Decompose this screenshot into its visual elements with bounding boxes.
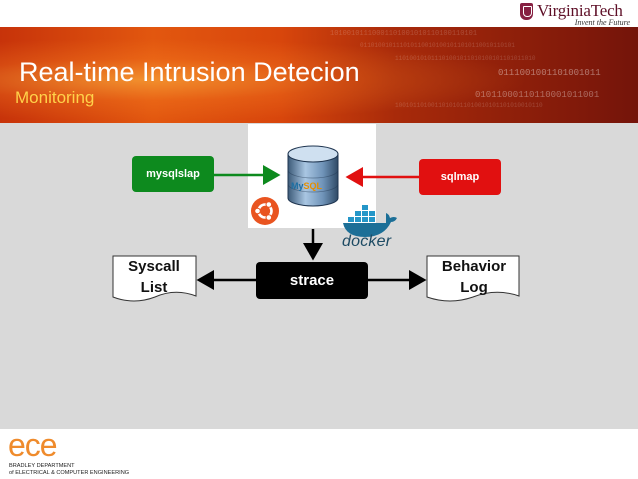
syscall-label-line2: List [140,279,168,296]
syscall-label-line1: Syscall [128,258,180,275]
mysqlslap-box: mysqlslap [132,156,214,192]
virginia-tech-tagline: Invent the Future [574,18,630,27]
svg-text:01011000110110001011001: 01011000110110001011001 [475,90,599,100]
server-stack-panel [248,124,376,228]
virginia-tech-wordmark: VirginiaTech [537,1,623,20]
docker-label: docker [342,233,392,250]
svg-text:011010010111010110010100101101: 0110100101110101100101001011010110010110… [360,42,515,49]
svg-text:100101101001101010110100101011: 1001011010011010101101001010110101001011… [395,102,543,109]
svg-text:110100101011101001011010100101: 110100101011101001011010100101101011010 [395,55,536,62]
department-line-1: BRADLEY DEPARTMENT [9,463,75,469]
syscall-list-label: Syscall List [112,256,196,298]
title-banner: 10100101110001101001010110100110101 0110… [0,27,638,123]
svg-text:0111001001101001011: 0111001001101001011 [498,68,601,78]
svg-text:101001011100011010010101101001: 10100101110001101001010110100110101 [330,30,477,38]
top-bar: VirginiaTech Invent the Future [0,0,638,27]
behavior-log-label: Behavior Log [428,256,520,298]
ece-logo: ece BRADLEY DEPARTMENT of ELECTRICAL & C… [6,427,146,477]
slide-title: Real-time Intrusion Detecion [19,57,360,87]
binary-background-graphic: 10100101110001101001010110100110101 0110… [330,30,601,109]
ece-logo-text: ece [8,427,58,463]
behavior-label-line2: Log [460,279,488,296]
virginia-tech-logo: VirginiaTech Invent the Future [520,1,630,27]
sqlmap-box: sqlmap [419,159,501,195]
strace-box: strace [256,262,368,299]
slide-subtitle: Monitoring [15,88,95,107]
department-line-2: of ELECTRICAL & COMPUTER ENGINEERING [9,470,130,476]
footer: ece BRADLEY DEPARTMENT of ELECTRICAL & C… [0,427,638,479]
virginia-tech-seal-icon [520,3,533,20]
behavior-label-line1: Behavior [441,258,507,275]
